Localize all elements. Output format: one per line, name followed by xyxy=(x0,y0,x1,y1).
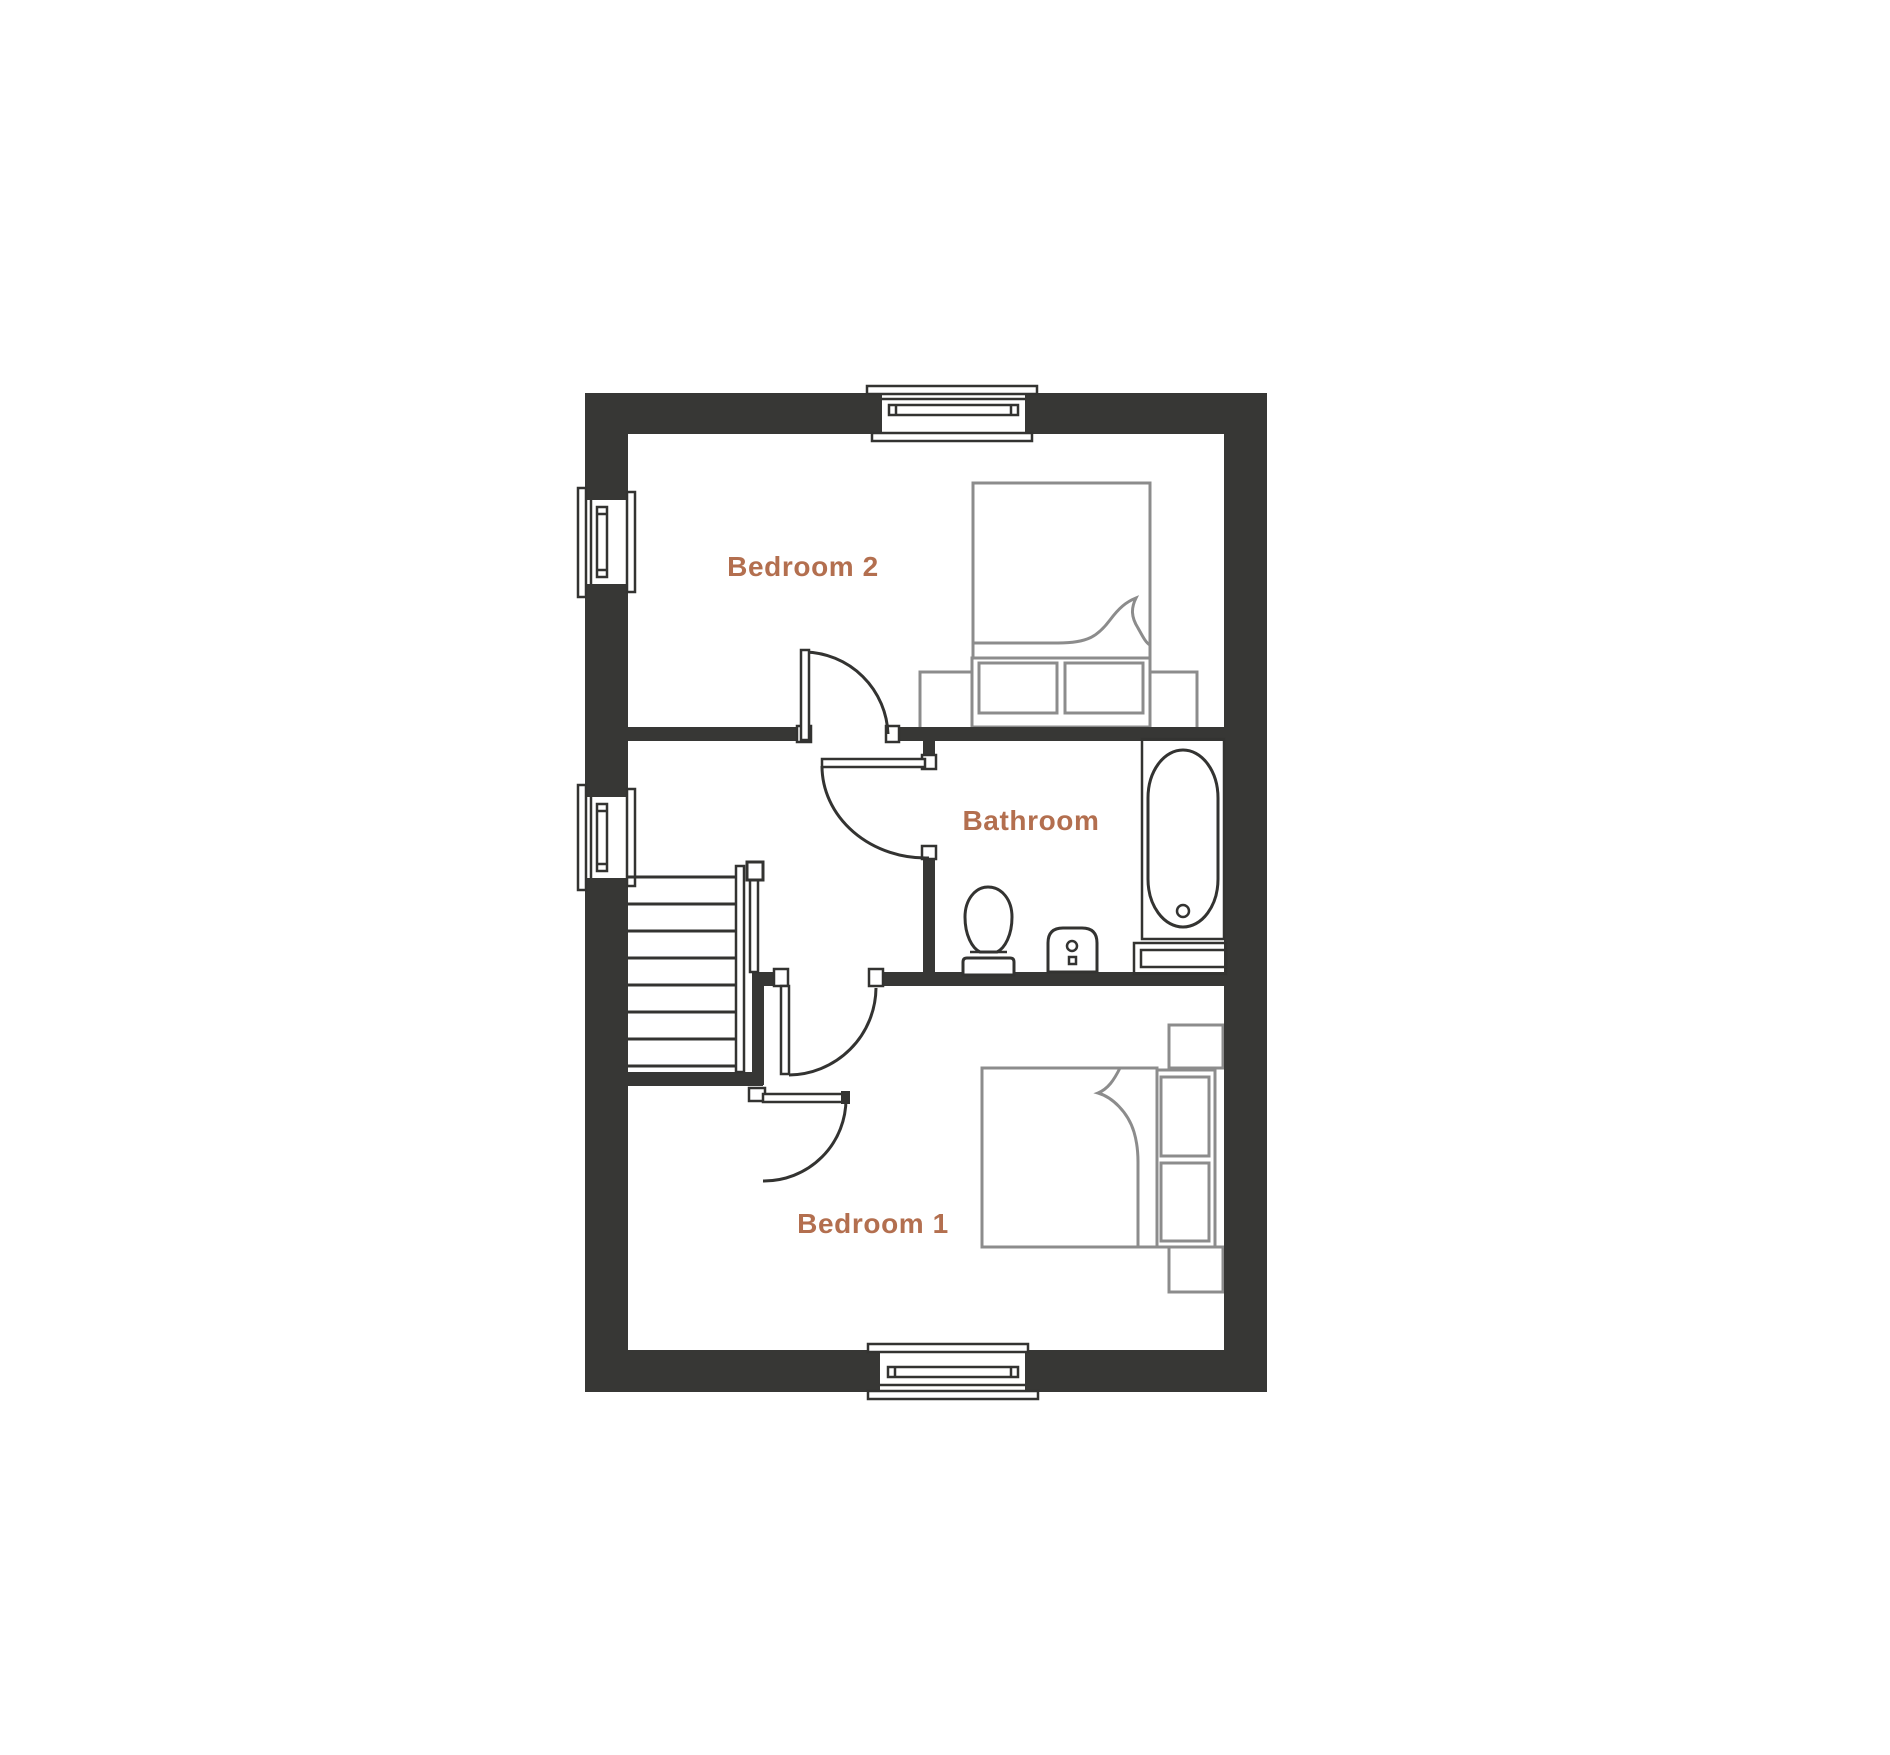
pillow xyxy=(1159,1075,1211,1158)
double-bed-icon-bedroom-2 xyxy=(918,481,1199,731)
door-icon-bathroom xyxy=(820,753,938,861)
room-label-bedroom-1: Bedroom 1 xyxy=(797,1208,949,1239)
basin-tap xyxy=(1065,939,1079,953)
exterior-walls xyxy=(585,393,1267,1392)
pillow xyxy=(1159,1161,1211,1243)
newel-post xyxy=(745,860,765,882)
mattress xyxy=(980,1066,1159,1249)
room-label-bathroom: Bathroom xyxy=(962,805,1099,836)
bath-plug xyxy=(1175,903,1191,919)
mattress xyxy=(971,481,1152,660)
bedside-table-icon xyxy=(1167,1023,1225,1070)
door-icon-stair-cupboard xyxy=(747,1086,850,1183)
basin-icon xyxy=(1046,926,1099,974)
toilet-icon xyxy=(961,885,1016,977)
basin-drain xyxy=(1067,955,1078,966)
duvet-fold xyxy=(1093,1067,1140,1247)
pillow xyxy=(977,661,1059,715)
pillow xyxy=(1063,661,1145,715)
window-icon-bottom xyxy=(866,1342,1040,1401)
bath-end-panel-inner xyxy=(1139,948,1228,969)
bedside-table-icon xyxy=(1148,670,1199,731)
duvet-fold xyxy=(973,595,1151,647)
window-icon-left-lower xyxy=(576,783,637,892)
window-icon-left-upper xyxy=(576,486,637,599)
stairs-icon xyxy=(628,860,765,1074)
interior-walls xyxy=(628,727,1224,1086)
toilet-cistern xyxy=(961,956,1016,977)
stair-balustrade xyxy=(734,864,746,1074)
double-bed-icon-bedroom-1 xyxy=(980,1023,1225,1294)
bedside-table-icon xyxy=(1167,1245,1225,1294)
window-icon-top xyxy=(865,384,1039,443)
stair-balustrade xyxy=(748,878,760,974)
bath-end-panel xyxy=(1132,941,1228,976)
room-label-bedroom-2: Bedroom 2 xyxy=(727,551,879,582)
door-icon-bedroom-1 xyxy=(772,967,885,1077)
door-icon-bedroom-2 xyxy=(795,648,901,744)
bath-icon xyxy=(1132,737,1228,976)
toilet-bowl xyxy=(963,885,1014,954)
bedside-table-icon xyxy=(918,670,974,731)
